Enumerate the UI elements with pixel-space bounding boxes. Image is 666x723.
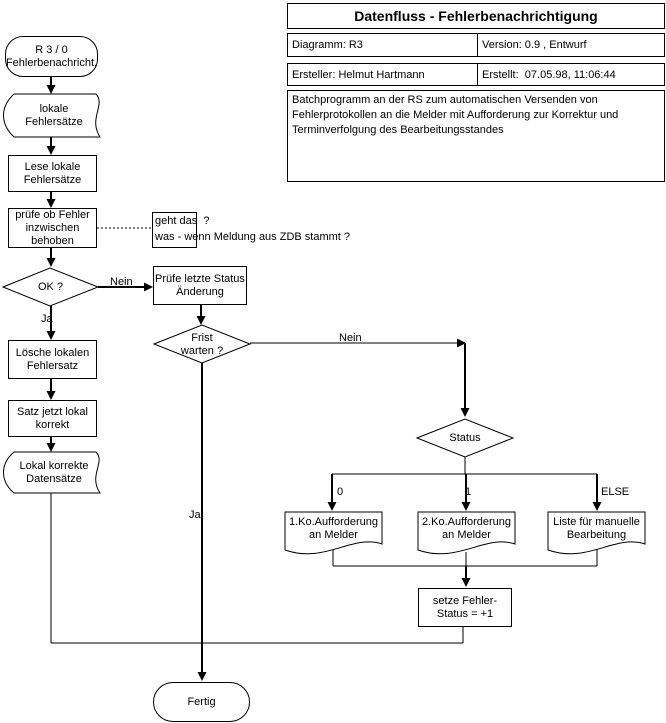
meta-row-diagram-version: Diagramm: R3 Version: 0.9 , Entwurf [287,33,665,57]
document-shape-second-request [417,511,516,555]
stored-data-shape-local-errors [3,93,101,138]
meta-created: Erstellt: 07.05.98, 11:06:44 [477,64,664,85]
arrowhead [46,391,56,400]
edge-label-status-else: ELSE [601,486,630,498]
node-locally-correct-records-label: Lokal korrekte Datensätze [19,459,89,485]
meta-description: Batchprogramm an der RS zum automatische… [287,90,665,182]
document-shape-manual-list [547,511,646,555]
node-status-decision-label: Status [449,431,481,444]
arrowhead [46,443,56,452]
edge-label-deadline-no: Nein [339,332,362,344]
deadline-decision-diamond [152,324,252,364]
arrowhead [144,282,153,292]
node-read-local-errors: Lese lokale Fehlersätze [8,155,97,192]
node-delete-local-error: Lösche lokalen Fehlersatz [8,340,97,379]
annotation-box [152,212,197,248]
arrowhead [46,258,56,267]
edge-label-deadline-yes: Ja [189,509,201,521]
annotation-text: geht das ? was - wenn Meldung aus ZDB st… [155,215,351,243]
arrowhead [327,502,337,511]
routing-lines [50,342,598,644]
arrowhead [46,85,56,94]
arrowhead [461,502,471,511]
node-wait-deadline-label: Frist warten ? [180,331,224,357]
edge-label-status-0: 0 [337,486,344,498]
edge-label-ok-no: Nein [110,276,133,288]
node-check-last-status: Prüfe letzte Status Änderung [153,266,247,305]
node-doc-second-request-label: 2.Ko.Aufforderung an Melder [421,515,512,541]
node-check-fixed: prüfe ob Fehler inzwischen behoben [8,208,97,248]
arrowhead [196,316,206,325]
node-increment-status: setze Fehler- Status = +1 [418,588,512,627]
arrowhead [461,578,471,587]
status-decision-diamond [415,418,515,458]
arrowheads [46,85,602,681]
meta-diagram-id: Diagramm: R3 [292,39,363,51]
arrowhead [46,199,56,208]
node-doc-manual-list-label: Liste für manuelle Bearbeitung [553,515,640,541]
meta-version: Version: 0.9 , Entwurf [477,34,664,56]
node-doc-first-request-label: 1.Ko.Aufforderung an Melder [288,515,379,541]
node-ok-decision-label: OK ? [37,280,64,293]
arrowhead [46,146,56,155]
meta-author: Ersteller: Helmut Hartmann [292,68,425,81]
arrowhead [46,331,56,340]
arrowhead [197,672,207,681]
arrowhead [460,408,470,417]
node-local-error-records-label: lokale Fehlersätze [25,103,83,128]
document-shape-first-request [284,511,383,555]
node-record-now-correct: Satz jetzt lokal korrekt [8,400,97,437]
node-end-terminator: Fertig [153,682,250,722]
ok-decision-diamond [1,267,100,307]
edge-label-ok-yes: Ja [41,313,53,325]
meta-row-author-created: Ersteller: Helmut Hartmann Erstellt: 07.… [287,63,665,86]
arrowhead [592,502,602,511]
node-start-terminator: R 3 / 0 Fehlerbenachricht. [5,36,98,77]
edge-label-status-1: 1 [465,486,472,498]
stored-data-shape-correct-records [3,451,101,494]
diagram-title: Datenfluss - Fehlerbenachrichtigung [287,3,665,29]
arrowhead [457,338,466,348]
